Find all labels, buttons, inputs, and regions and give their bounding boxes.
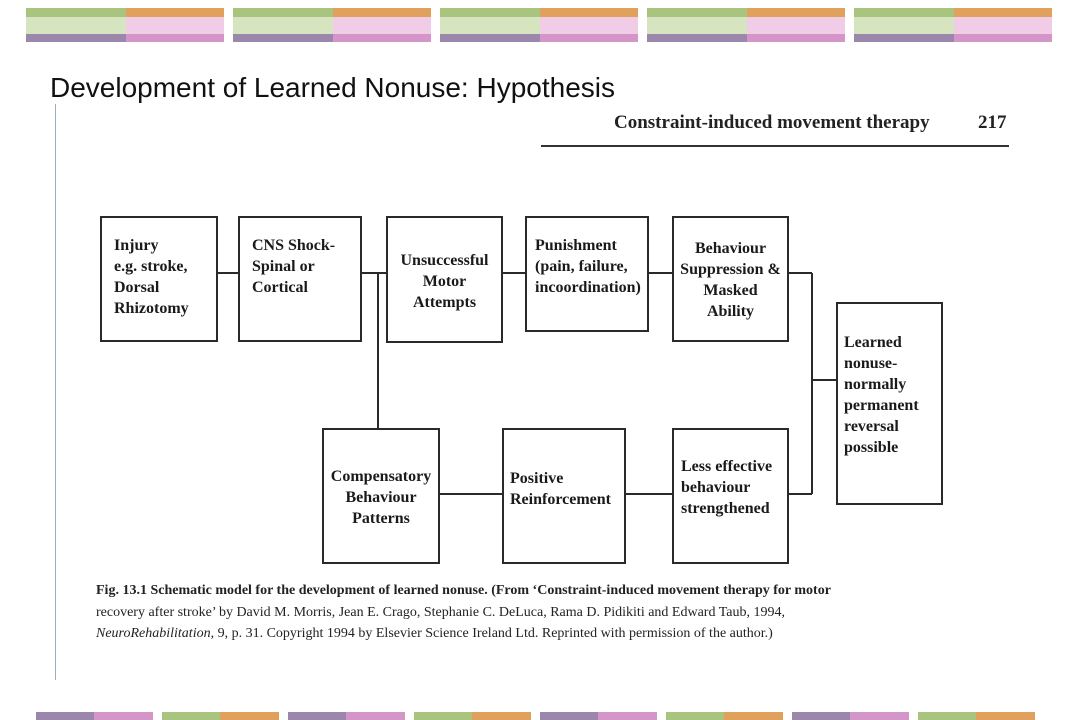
decorative-band (233, 8, 431, 42)
decorative-band (288, 712, 405, 720)
decorative-band (792, 712, 909, 720)
caption-line-3: NeuroRehabilitation, 9, p. 31. Copyright… (96, 623, 976, 645)
box-line: Learned (844, 334, 902, 351)
box-cns-shock: CNS Shock- Spinal or Cortical (238, 216, 362, 342)
scanned-page-header: Constraint-induced movement therapy 217 (614, 112, 1007, 134)
decorative-band (854, 8, 1052, 42)
box-line: Behaviour (694, 240, 767, 257)
box-punishment: Punishment (pain, failure, incoordinatio… (525, 216, 649, 332)
decorative-band (36, 712, 153, 720)
box-line: Unsuccessful (400, 252, 489, 269)
box-line: Dorsal (114, 279, 160, 296)
box-line: Attempts (412, 294, 477, 311)
box-line: Reinforcement (510, 491, 611, 508)
box-line: Punishment (535, 237, 617, 254)
running-header: Constraint-induced movement therapy (614, 112, 930, 133)
box-line: permanent (844, 397, 919, 414)
box-positive-reinforcement: Positive Reinforcement (502, 428, 626, 564)
box-compensatory-behaviour: Compensatory Behaviour Patterns (322, 428, 440, 564)
figure-caption: Fig. 13.1 Schematic model for the develo… (96, 580, 976, 645)
box-line: Spinal or (252, 258, 315, 275)
box-line: Cortical (252, 279, 308, 296)
box-line: Compensatory (330, 468, 432, 485)
box-line: nonuse- (844, 355, 898, 372)
box-line: incoordination) (535, 279, 641, 296)
box-line: Masked (703, 282, 758, 299)
box-line: Injury (114, 237, 159, 254)
box-line: Ability (706, 303, 755, 320)
caption-line-1: Fig. 13.1 Schematic model for the develo… (96, 583, 831, 598)
header-rule (541, 145, 1009, 147)
box-behaviour-suppression: Behaviour Suppression & Masked Ability (672, 216, 789, 342)
box-line: Patterns (352, 510, 410, 527)
left-vertical-rule (55, 104, 56, 680)
box-line: Rhizotomy (114, 300, 189, 317)
box-line: reversal (844, 418, 899, 435)
box-line: normally (844, 376, 907, 393)
decorative-band (440, 8, 638, 42)
decorative-band (26, 8, 224, 42)
box-line: behaviour (681, 479, 751, 496)
box-less-effective-behaviour: Less effective behaviour strengthened (672, 428, 789, 564)
box-line: Motor (422, 273, 467, 290)
decorative-band (162, 712, 279, 720)
decorative-band (647, 8, 845, 42)
decorative-band (540, 712, 657, 720)
decorative-band (918, 712, 1035, 720)
box-line: Positive (510, 470, 564, 487)
caption-line-2: recovery after stroke’ by David M. Morri… (96, 604, 785, 620)
box-line: Behaviour (345, 489, 417, 506)
box-line: strengthened (681, 500, 770, 517)
box-line: possible (844, 439, 899, 456)
caption-line-3-rest: , 9, p. 31. Copyright 1994 by Elsevier S… (210, 626, 773, 641)
box-learned-nonuse: Learned nonuse- normally permanent rever… (836, 302, 943, 505)
box-line: (pain, failure, (535, 258, 628, 275)
box-line: CNS Shock- (252, 237, 336, 254)
box-unsuccessful-motor-attempts: Unsuccessful Motor Attempts (386, 216, 503, 343)
box-line: Suppression & (680, 261, 781, 278)
box-line: e.g. stroke, (114, 258, 188, 275)
box-line: Less effective (681, 458, 773, 475)
slide-title: Development of Learned Nonuse: Hypothesi… (50, 72, 616, 103)
journal-name: NeuroRehabilitation (96, 626, 211, 641)
decorative-band (414, 712, 531, 720)
page-number: 217 (978, 112, 1007, 133)
box-injury: Injury e.g. stroke, Dorsal Rhizotomy (100, 216, 218, 342)
decorative-band (666, 712, 783, 720)
